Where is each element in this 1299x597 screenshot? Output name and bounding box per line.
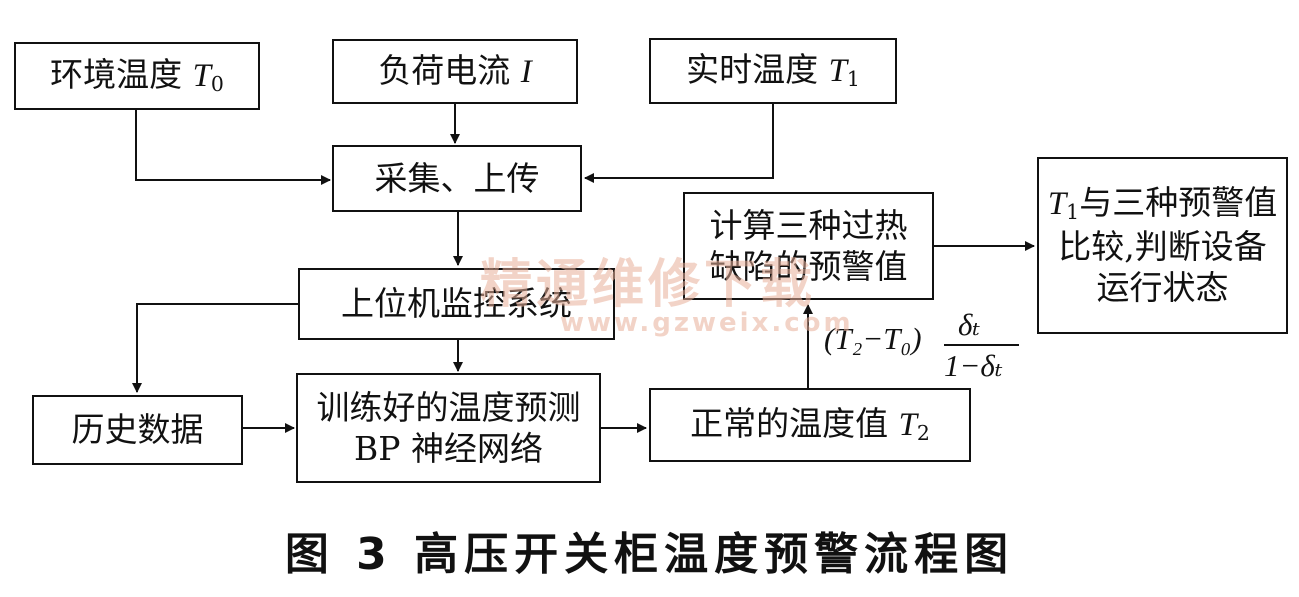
normal-temp-box: 正常的温度值 T2: [649, 388, 971, 462]
ambient-temp-box: 环境温度 T0: [14, 42, 260, 110]
formula-fraction-bar: [944, 344, 1019, 346]
history-data-label: 历史数据: [71, 410, 204, 450]
compare-label: T1与三种预警值 比较,判断设备 运行状态: [1047, 183, 1278, 308]
arrow-realtime-to-collect: [584, 104, 774, 183]
history-data-box: 历史数据: [32, 395, 243, 465]
realtime-temp-label: 实时温度 T1: [686, 50, 860, 92]
figure-caption: 图 3 高压开关柜温度预警流程图: [284, 529, 1015, 580]
collect-upload-label: 采集、上传: [374, 158, 540, 198]
load-current-label: 负荷电流 I: [378, 50, 532, 90]
host-monitor-label: 上位机监控系统: [341, 284, 572, 324]
collect-upload-box: 采集、上传: [332, 145, 582, 212]
formula-prefix: (T₂−T₀): [824, 321, 922, 356]
formula-numerator: δₜ: [958, 307, 981, 342]
compare-box: T1与三种预警值 比较,判断设备 运行状态: [1037, 157, 1288, 334]
normal-temp-label: 正常的温度值 T2: [690, 404, 930, 446]
arrow-monitor-to-history: [132, 303, 298, 393]
host-monitor-box: 上位机监控系统: [298, 268, 615, 340]
realtime-temp-box: 实时温度 T1: [649, 38, 897, 104]
calc-warning-box: 计算三种过热 缺陷的预警值: [683, 192, 934, 300]
load-current-box: 负荷电流 I: [332, 39, 578, 104]
bp-network-label: 训练好的温度预测 BP 神经网络: [316, 387, 581, 468]
bp-network-box: 训练好的温度预测 BP 神经网络: [296, 373, 601, 483]
formula-denominator: 1−δₜ: [944, 348, 1003, 383]
ambient-temp-label: 环境温度 T0: [50, 55, 224, 97]
calc-warning-label: 计算三种过热 缺陷的预警值: [709, 205, 908, 286]
arrow-ambient-to-collect: [135, 110, 331, 185]
